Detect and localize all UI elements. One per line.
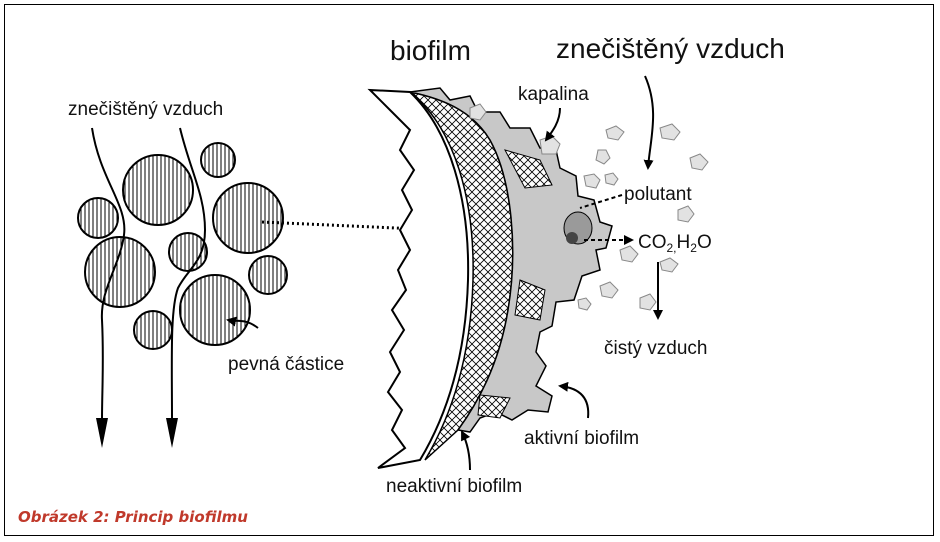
label-biofilm: biofilm: [390, 35, 471, 66]
arrow-head-left-2: [166, 418, 178, 448]
particle: [134, 311, 172, 349]
particle: [249, 256, 287, 294]
particle: [78, 198, 118, 238]
particle: [85, 237, 155, 307]
particle: [180, 275, 250, 345]
label-h: H: [677, 232, 691, 253]
label-polluted-air-top: znečištěný vzduch: [556, 33, 785, 64]
arrow-head-left-1: [96, 418, 108, 448]
label-active-biofilm: aktivní biofilm: [524, 428, 639, 449]
particle: [201, 143, 235, 177]
label-clean-air: čistý vzduch: [604, 338, 707, 359]
particle: [123, 155, 193, 225]
label-polluted-air-left: znečištěný vzduch: [68, 99, 223, 120]
label-co: CO: [638, 232, 667, 253]
label-pollutant: polutant: [624, 184, 692, 205]
figure-caption: Obrázek 2: Princip biofilmu: [18, 508, 248, 526]
particle-bed: [78, 143, 287, 349]
label-products: CO2,H2O: [638, 232, 712, 255]
particle: [213, 183, 283, 253]
label-liquid: kapalina: [518, 84, 589, 105]
label-co2-sub: 2,: [667, 241, 677, 255]
label-o: O: [697, 232, 712, 253]
label-inactive-biofilm: neaktivní biofilm: [386, 476, 522, 497]
microorganism-dark: [566, 232, 578, 244]
label-solid-particle: pevná částice: [228, 354, 344, 375]
